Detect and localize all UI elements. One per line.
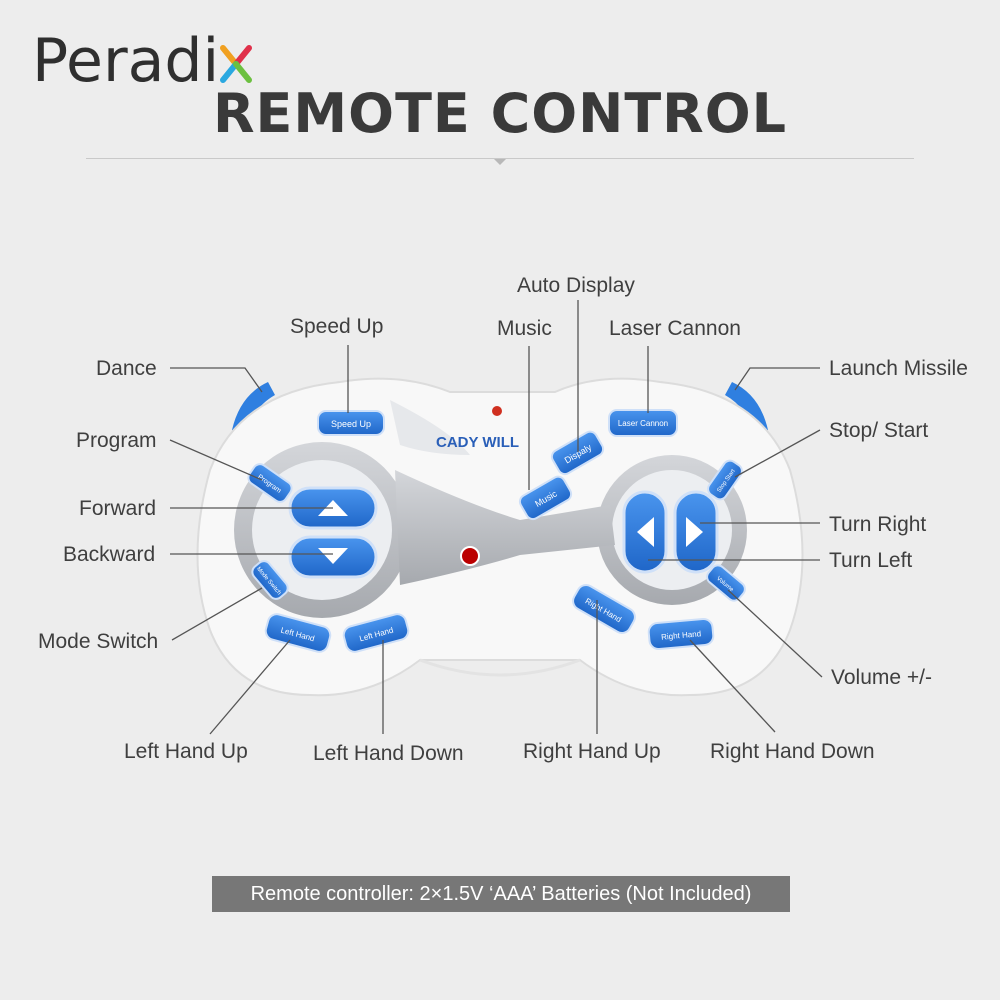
program-button[interactable]: Program xyxy=(246,461,295,504)
volume-button[interactable]: Volume xyxy=(704,562,747,603)
speed-up-button[interactable]: Speed Up xyxy=(317,410,385,436)
callout-mode-switch: Mode Switch xyxy=(38,630,159,653)
center-silver-bridge xyxy=(395,470,615,585)
brand-name: Peradi xyxy=(32,26,220,96)
music-button[interactable]: Music xyxy=(517,474,573,522)
divider xyxy=(86,158,914,159)
callout-left-hand-up: Left Hand Up xyxy=(124,740,248,763)
callout-laser-cannon: Laser Cannon xyxy=(609,317,741,340)
callout-forward: Forward xyxy=(79,497,157,520)
callout-turn-left: Turn Left xyxy=(829,549,913,572)
leader-dance xyxy=(170,367,263,393)
leader-mode-switch xyxy=(171,587,263,641)
left-hand-up-button[interactable]: Left Hand xyxy=(264,612,333,654)
turn-right-button[interactable] xyxy=(673,490,719,574)
battery-note: Remote controller: 2×1.5V ‘AAA’ Batterie… xyxy=(212,876,790,912)
callout-speed-up: Speed Up xyxy=(290,315,384,338)
leader-stop-start xyxy=(734,429,821,478)
callout-music: Music xyxy=(497,317,552,340)
leader-volume xyxy=(727,589,823,678)
callout-auto-display: Auto Display xyxy=(517,274,635,297)
callout-backward: Backward xyxy=(63,543,156,566)
callout-stop-start: Stop/ Start xyxy=(829,419,929,442)
speed-up-button-label: Speed Up xyxy=(331,419,371,429)
body-bottom-edge xyxy=(419,658,581,677)
divider-notch xyxy=(494,159,506,165)
callout-volume: Volume +/- xyxy=(831,666,932,689)
top-led xyxy=(492,406,502,416)
page-title: REMOTE CONTROL xyxy=(212,82,788,145)
device-brand-logo: CADY WILL xyxy=(436,434,519,451)
power-led xyxy=(460,546,480,566)
leader-right-hand-down xyxy=(689,639,776,733)
arrow-left-icon xyxy=(637,517,654,547)
backward-button[interactable] xyxy=(288,535,378,579)
leader-launch-missile xyxy=(734,367,820,391)
stop-start-button[interactable]: Stop Start xyxy=(705,458,744,502)
callout-right-hand-down: Right Hand Down xyxy=(710,740,875,763)
display-button[interactable]: Dispaly xyxy=(549,429,605,477)
callout-left-hand-down: Left Hand Down xyxy=(313,742,464,765)
mode-switch-button[interactable]: Mode Switch xyxy=(249,558,290,601)
turn-left-button[interactable] xyxy=(622,490,668,574)
brand-logo: Peradi xyxy=(32,26,253,96)
callout-program: Program xyxy=(76,429,157,452)
callout-right-hand-up: Right Hand Up xyxy=(523,740,661,763)
leader-left-hand-up xyxy=(209,639,291,735)
brand-x-mark xyxy=(219,30,253,95)
laser-cannon-button-label: Laser Cannon xyxy=(618,419,668,428)
right-hand-down-button-label: Right Hand xyxy=(661,629,702,641)
arrow-right-icon xyxy=(686,517,703,547)
arrow-down-icon xyxy=(318,548,348,564)
left-hand-down-button[interactable]: Left Hand xyxy=(342,612,411,654)
callout-dance: Dance xyxy=(96,357,157,380)
center-recess xyxy=(390,400,470,455)
laser-cannon-button[interactable]: Laser Cannon xyxy=(608,409,678,437)
callout-launch-missile: Launch Missile xyxy=(829,357,968,380)
leader-lines xyxy=(169,300,823,735)
callout-turn-right: Turn Right xyxy=(829,513,927,536)
right-hand-down-button[interactable]: Right Hand xyxy=(647,618,715,650)
leader-program xyxy=(169,439,263,481)
